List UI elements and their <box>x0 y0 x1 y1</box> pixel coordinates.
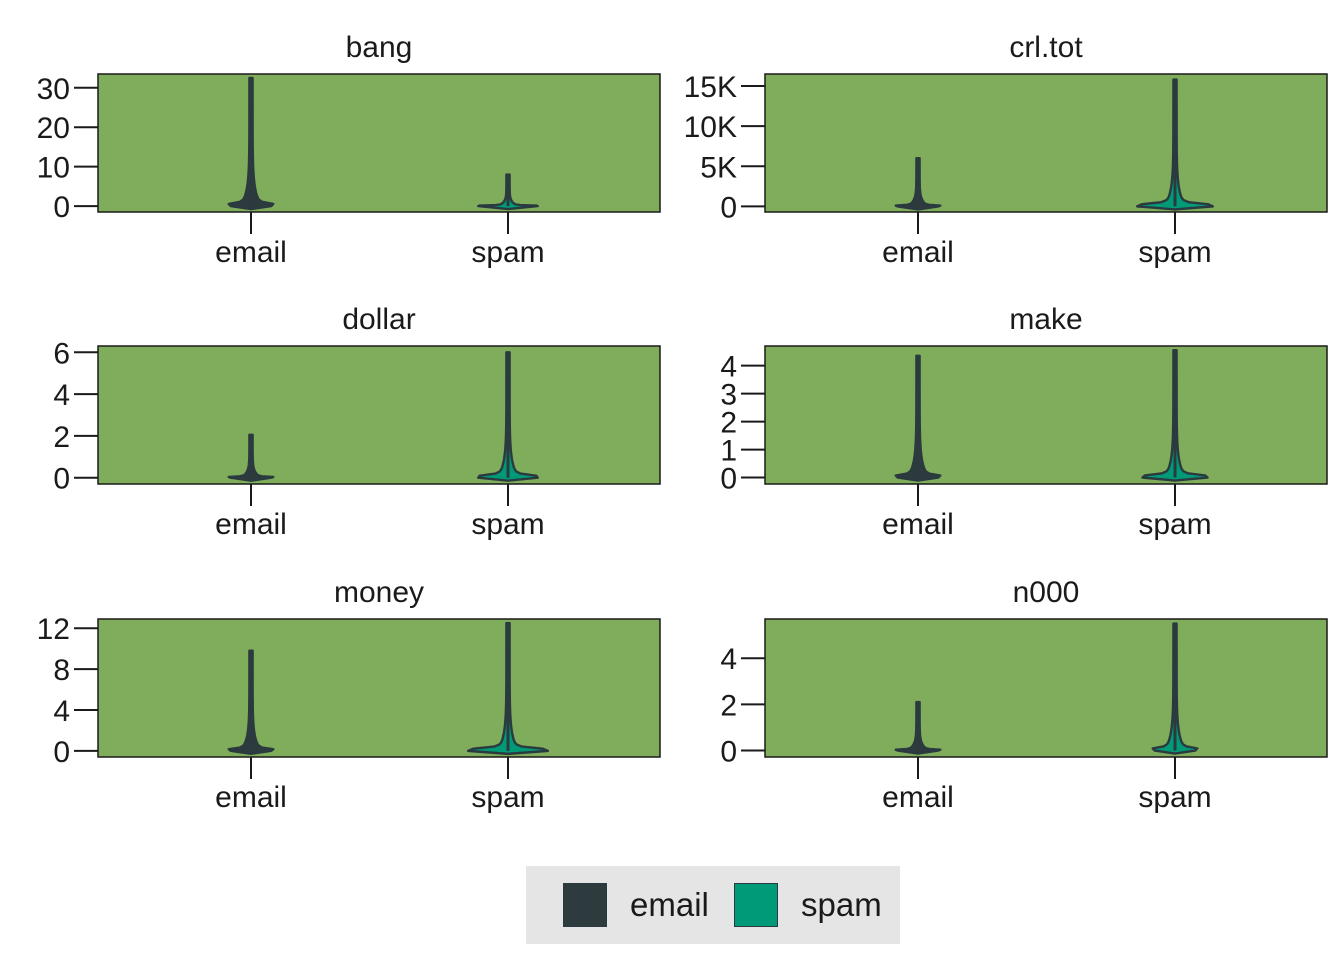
y-tick-label-dollar: 0 <box>53 463 70 496</box>
x-tick-label-make: spam <box>1138 508 1211 541</box>
y-tick-label-dollar: 6 <box>53 337 70 370</box>
legend: email spam <box>526 866 900 944</box>
y-tick-label-money: 4 <box>53 695 70 728</box>
panel-title-n000: n000 <box>1013 576 1080 609</box>
panel-title-crl-tot: crl.tot <box>1009 31 1083 64</box>
legend-swatch-email <box>563 883 607 927</box>
legend-label-email: email <box>630 886 709 923</box>
x-tick-label-make: email <box>882 508 954 541</box>
y-tick-label-crl-tot: 15K <box>684 71 737 104</box>
y-tick-label-bang: 0 <box>53 191 70 224</box>
y-tick-label-make: 4 <box>720 351 737 384</box>
x-tick-label-money: email <box>215 781 287 814</box>
legend-label-spam: spam <box>801 886 882 923</box>
panel-title-dollar: dollar <box>342 303 415 336</box>
panel-bang <box>97 73 661 213</box>
legend-swatch-spam <box>734 883 778 927</box>
panel-make <box>764 345 1328 485</box>
x-tick-label-bang: spam <box>471 236 544 269</box>
x-tick-label-crl-tot: email <box>882 236 954 269</box>
y-tick-label-make: 1 <box>720 435 737 468</box>
x-tick-label-bang: email <box>215 236 287 269</box>
panel-title-money: money <box>334 576 424 609</box>
y-tick-label-make: 2 <box>720 407 737 440</box>
y-tick-label-n000: 0 <box>720 736 737 769</box>
y-tick-label-bang: 30 <box>37 73 70 106</box>
y-tick-label-crl-tot: 10K <box>684 111 737 144</box>
y-tick-label-money: 8 <box>53 654 70 687</box>
x-tick-label-n000: spam <box>1138 781 1211 814</box>
y-tick-label-money: 0 <box>53 736 70 769</box>
y-tick-label-n000: 4 <box>720 643 737 676</box>
panel-crl-tot <box>764 73 1328 213</box>
x-tick-label-dollar: spam <box>471 508 544 541</box>
y-tick-label-make: 0 <box>720 463 737 496</box>
y-tick-label-n000: 2 <box>720 689 737 722</box>
panel-n000 <box>764 618 1328 758</box>
y-tick-label-dollar: 2 <box>53 421 70 454</box>
y-tick-label-make: 3 <box>720 379 737 412</box>
x-tick-label-dollar: email <box>215 508 287 541</box>
y-tick-label-crl-tot: 5K <box>700 151 737 184</box>
x-tick-label-n000: email <box>882 781 954 814</box>
panel-title-make: make <box>1009 303 1082 336</box>
panel-title-bang: bang <box>346 31 413 64</box>
panel-dollar <box>97 345 661 485</box>
panel-money <box>97 618 661 758</box>
x-tick-label-crl-tot: spam <box>1138 236 1211 269</box>
x-tick-label-money: spam <box>471 781 544 814</box>
y-tick-label-bang: 20 <box>37 112 70 145</box>
y-tick-label-dollar: 4 <box>53 379 70 412</box>
y-tick-label-bang: 10 <box>37 152 70 185</box>
y-tick-label-crl-tot: 0 <box>720 191 737 224</box>
y-tick-label-money: 12 <box>37 613 70 646</box>
